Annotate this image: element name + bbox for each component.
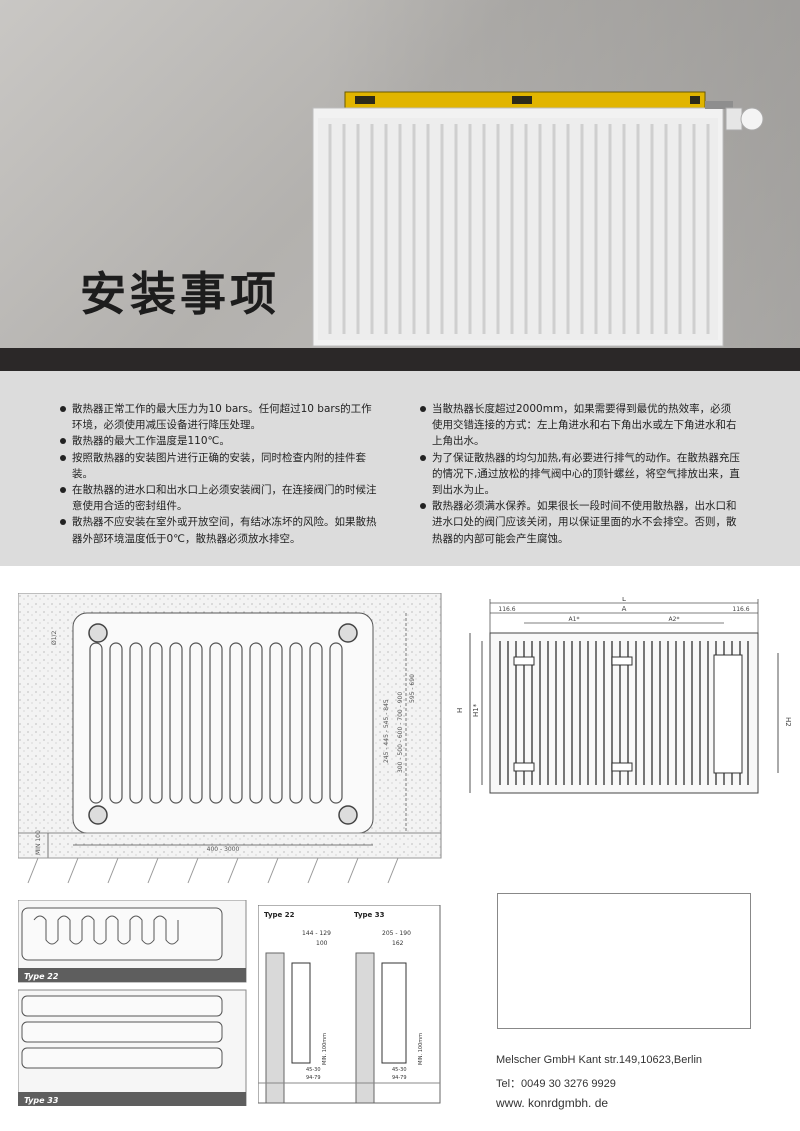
height-range-label-a: 245 - 445 - 545 - 845 <box>383 699 390 763</box>
type33-dim-b: 162 <box>392 940 404 947</box>
installation-notes-panel: 散热器正常工作的最大压力为10 bars。任何超过10 bars的工作环境，必须… <box>0 371 800 566</box>
type22-profile-label: Type 22 <box>24 972 59 981</box>
h-label: H <box>456 708 464 713</box>
h2-label: H2 <box>784 717 792 727</box>
type-profile-drawings: Type 22 Type 33 <box>18 900 247 1106</box>
pipe-diameter-label: Ø1/2 <box>51 630 58 645</box>
right-offset-label: 116.6 <box>732 606 749 613</box>
left-offset-label: 116.6 <box>498 606 515 613</box>
note-item: 按照散热器的安装图片进行正确的安装，同时检查内附的挂件套装。 <box>60 450 380 482</box>
wall-mount-drawings: Type 22 Type 33 144 - 129 100 205 - 190 … <box>258 905 441 1104</box>
front-installation-drawing: 400 - 3000 MIN 100 Ø1/2 245 - 445 - 545 … <box>18 593 442 884</box>
notes-right-column: 当散热器长度超过2000mm，如果需要得到最优的热效率，必须使用交错连接的方式：… <box>420 401 740 547</box>
note-item: 散热器必须满水保养。如果很长一段时间不使用散热器，出水口和进水口处的阀门应该关闭… <box>420 498 740 547</box>
a1-label: A1* <box>569 616 580 623</box>
width-range-label: 400 - 3000 <box>207 846 240 853</box>
note-item: 散热器不应安装在室外或开放空间，有结冰冻坏的风险。如果散热器外部环境温度低于0℃… <box>60 514 380 546</box>
a-label: A <box>622 605 627 613</box>
h1-label: H1* <box>472 703 480 717</box>
note-item: 散热器正常工作的最大压力为10 bars。任何超过10 bars的工作环境，必须… <box>60 401 380 433</box>
company-address: Melscher GmbH Kant str.149,10623,Berlin <box>496 1054 703 1066</box>
note-item: 当散热器长度超过2000mm，如果需要得到最优的热效率，必须使用交错连接的方式：… <box>420 401 740 450</box>
type22-dim-c: 45-30 <box>306 1067 321 1073</box>
type33-dim-c: 45-30 <box>392 1067 407 1073</box>
note-item: 为了保证散热器的均匀加热,有必要进行排气的动作。在散热器充压的情况下,通过放松的… <box>420 450 740 499</box>
page-title: 安装事项 <box>80 267 280 321</box>
dimension-drawing: L A 116.6 116.6 A1* A2* H H1* H2 <box>456 597 792 794</box>
type33-dim-d: 94-79 <box>392 1075 407 1081</box>
a2-label: A2* <box>669 616 680 623</box>
type22-min-label: MIN. 100mm <box>322 1033 328 1065</box>
company-phone: Tel：0049 30 3276 9929 <box>496 1078 616 1090</box>
type22-dim-d: 94-79 <box>306 1075 321 1081</box>
type33-min-label: MIN. 100mm <box>418 1033 424 1065</box>
length-label: L <box>622 597 626 603</box>
height-range-label-c: 595 - 690 <box>409 674 416 703</box>
type33-dim-a: 205 - 190 <box>382 930 411 937</box>
hero-banner: 安装事项 <box>0 0 800 348</box>
height-range-label-b: 300 - 500 - 600 - 700 - 900 <box>397 692 404 773</box>
company-website[interactable]: www. konrdgmbh. de <box>496 1096 609 1110</box>
contact-card-blank <box>497 893 751 1029</box>
type22-dim-a: 144 - 129 <box>302 930 331 937</box>
min-distance-label: MIN 100 <box>35 830 42 855</box>
type33-profile-label: Type 33 <box>24 1096 59 1105</box>
note-item: 散热器的最大工作温度是110℃。 <box>60 433 380 449</box>
floor-strip <box>0 348 800 371</box>
type33-mount-title: Type 33 <box>354 911 385 919</box>
note-item: 在散热器的进水口和出水口上必须安装阀门，在连接阀门的时候注意使用合适的密封组件。 <box>60 482 380 514</box>
type22-mount-title: Type 22 <box>264 911 295 919</box>
hero-radiator-illustration <box>312 91 764 347</box>
notes-left-column: 散热器正常工作的最大压力为10 bars。任何超过10 bars的工作环境，必须… <box>60 401 380 547</box>
type22-dim-b: 100 <box>316 940 328 947</box>
